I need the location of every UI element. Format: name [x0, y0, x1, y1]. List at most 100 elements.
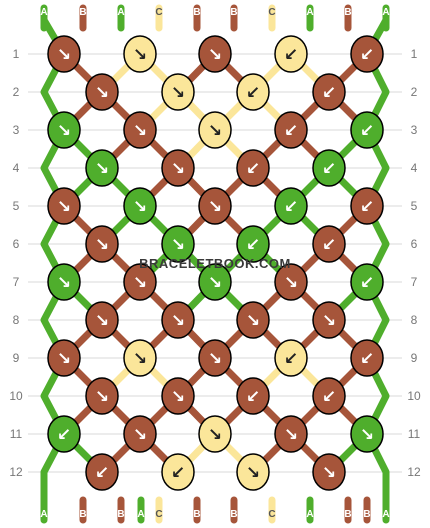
knot-oval: [236, 301, 270, 339]
knot: ↘: [47, 263, 81, 301]
arrow-down-right-icon: ↘: [57, 273, 71, 293]
arrow-down-right-icon: ↘: [284, 273, 298, 293]
arrow-down-right-icon: ↘: [171, 235, 185, 255]
arrow-down-left-icon: ↙: [360, 197, 374, 217]
arrow-down-right-icon: ↘: [95, 387, 109, 407]
knot: ↙: [47, 415, 81, 453]
knot-oval: [350, 111, 384, 149]
knot-oval: [312, 453, 346, 491]
bottom-strand-label: A: [137, 509, 144, 520]
arrow-down-left-icon: ↙: [322, 387, 336, 407]
top-strand-label: B: [193, 7, 200, 18]
knot-oval: [274, 339, 308, 377]
knot: ↘: [236, 453, 270, 491]
arrow-down-left-icon: ↙: [360, 121, 374, 141]
knot-oval: [161, 377, 195, 415]
knot-oval: [47, 263, 81, 301]
arrow-down-right-icon: ↘: [133, 121, 147, 141]
knot-oval: [198, 35, 232, 73]
arrow-down-right-icon: ↘: [208, 273, 222, 293]
knot: ↘: [47, 339, 81, 377]
knot: ↘: [85, 225, 119, 263]
knot: ↘: [350, 415, 384, 453]
row-number-left: 11: [10, 427, 23, 441]
knot: ↙: [236, 149, 270, 187]
arrow-down-left-icon: ↙: [360, 349, 374, 369]
knot: ↙: [274, 35, 308, 73]
knot-oval: [47, 415, 81, 453]
knot: ↘: [161, 301, 195, 339]
top-strand-label: C: [268, 7, 275, 18]
knot: ↘: [198, 35, 232, 73]
knot: ↙: [236, 225, 270, 263]
knot: ↙: [85, 453, 119, 491]
knot: ↘: [85, 73, 119, 111]
top-strand-label: A: [382, 7, 389, 18]
knot-oval: [274, 35, 308, 73]
row-number-right: 10: [407, 389, 421, 403]
knot-oval: [236, 149, 270, 187]
knot-oval: [85, 301, 119, 339]
knot-oval: [161, 73, 195, 111]
knot-oval: [274, 111, 308, 149]
arrow-down-right-icon: ↘: [133, 273, 147, 293]
knot-oval: [312, 73, 346, 111]
knot: ↘: [312, 453, 346, 491]
row-number-left: 4: [13, 161, 20, 175]
knot: ↙: [236, 377, 270, 415]
top-strand-label: A: [40, 7, 47, 18]
knot-oval: [123, 339, 157, 377]
knot: ↘: [198, 111, 232, 149]
row-number-right: 8: [411, 313, 418, 327]
top-strand-label: B: [230, 7, 237, 18]
arrow-down-right-icon: ↘: [208, 197, 222, 217]
knot-oval: [47, 187, 81, 225]
arrow-down-left-icon: ↙: [246, 387, 260, 407]
knot: ↘: [123, 35, 157, 73]
arrow-down-right-icon: ↘: [57, 349, 71, 369]
knot-oval: [123, 263, 157, 301]
arrow-down-right-icon: ↘: [95, 235, 109, 255]
arrow-down-right-icon: ↘: [322, 311, 336, 331]
knot-oval: [85, 225, 119, 263]
arrow-down-right-icon: ↘: [133, 425, 147, 445]
arrow-down-right-icon: ↘: [360, 425, 374, 445]
knot: ↙: [350, 263, 384, 301]
arrow-down-right-icon: ↘: [95, 83, 109, 103]
bottom-strand-label: A: [382, 509, 389, 520]
knot: ↘: [274, 263, 308, 301]
bottom-strand-label: C: [268, 509, 275, 520]
knot: ↘: [312, 301, 346, 339]
knot-oval: [85, 149, 119, 187]
row-number-right: 12: [407, 465, 421, 479]
arrow-down-left-icon: ↙: [322, 159, 336, 179]
knot-oval: [198, 263, 232, 301]
top-strand-label: B: [79, 7, 86, 18]
bottom-strand-label: B: [344, 509, 351, 520]
arrow-down-right-icon: ↘: [57, 121, 71, 141]
row-number-right: 3: [411, 123, 418, 137]
row-number-right: 5: [411, 199, 418, 213]
knot-oval: [312, 377, 346, 415]
arrow-down-left-icon: ↙: [246, 83, 260, 103]
knot: ↙: [274, 187, 308, 225]
arrow-down-left-icon: ↙: [322, 235, 336, 255]
knot-oval: [350, 263, 384, 301]
row-number-right: 11: [408, 427, 421, 441]
arrow-down-left-icon: ↙: [246, 235, 260, 255]
knot-oval: [47, 111, 81, 149]
arrow-down-right-icon: ↘: [246, 463, 260, 483]
bottom-strand-label: B: [230, 509, 237, 520]
arrow-down-left-icon: ↙: [360, 273, 374, 293]
row-number-left: 3: [13, 123, 20, 137]
arrow-down-right-icon: ↘: [246, 311, 260, 331]
knot: ↙: [350, 339, 384, 377]
row-number-right: 2: [411, 85, 418, 99]
knot-oval: [123, 187, 157, 225]
knot-oval: [85, 73, 119, 111]
arrow-down-right-icon: ↘: [133, 197, 147, 217]
arrow-down-left-icon: ↙: [246, 159, 260, 179]
knot-oval: [236, 453, 270, 491]
knot-grid: ↘↘↘↙↙↘↘↙↙↘↘↘↙↙↘↘↙↙↘↘↘↙↙↘↘↙↙↘↘↘↘↙↘↘↘↘↘↘↘↙…: [47, 35, 384, 491]
